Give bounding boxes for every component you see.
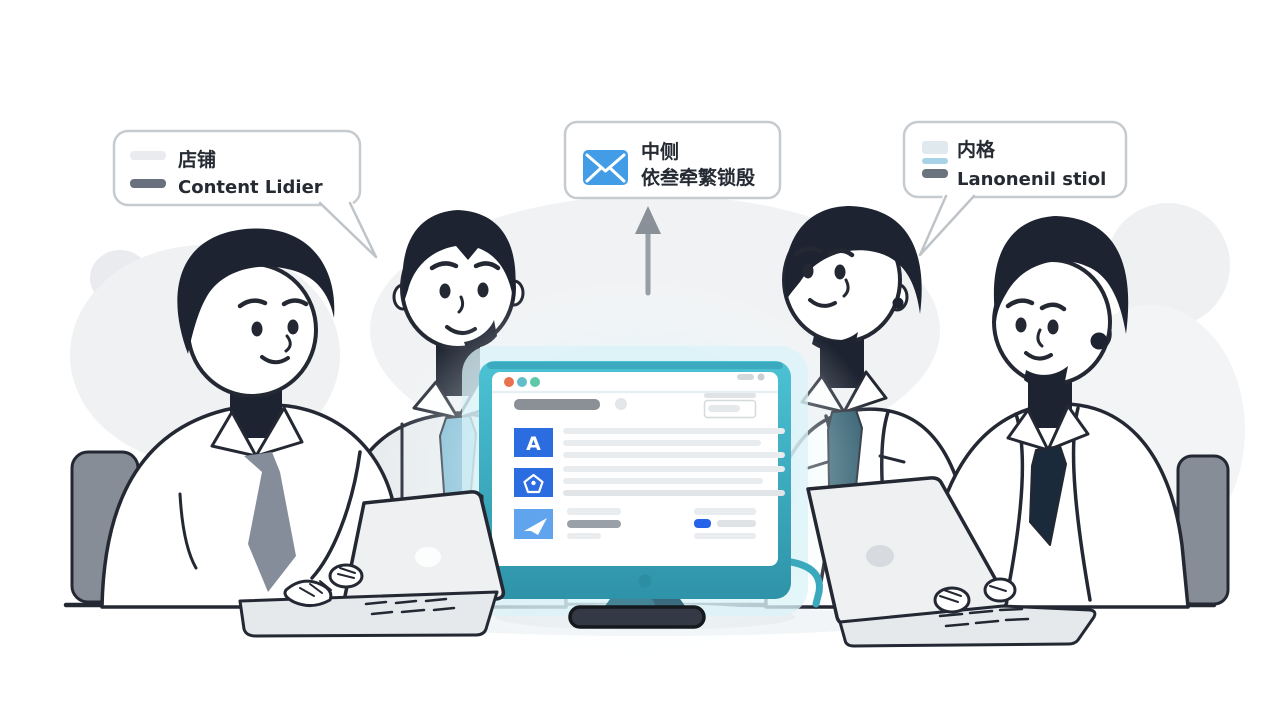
person-1-head bbox=[177, 228, 335, 398]
maximize-dot-icon bbox=[530, 377, 540, 387]
screen-browser-window: A bbox=[492, 373, 785, 539]
avatar-placeholder bbox=[615, 398, 627, 410]
laptop-right-keys bbox=[938, 607, 1030, 628]
callout-center: 中侧 依叁牵繁锁殷 bbox=[563, 120, 782, 200]
envelope-icon bbox=[583, 150, 628, 185]
person-1-fingers bbox=[337, 567, 356, 579]
sidebar-tiles: A bbox=[514, 428, 553, 539]
person-1-fingers bbox=[299, 580, 332, 597]
laptop-left-base bbox=[238, 590, 499, 638]
laptop-left bbox=[238, 490, 506, 638]
callout-left-line1: 店铺 bbox=[178, 148, 216, 171]
person-1-arm-line bbox=[178, 492, 198, 570]
person-4-fingers bbox=[939, 589, 962, 603]
legend-swatch-pale bbox=[922, 141, 948, 154]
letter-a-tile bbox=[514, 428, 553, 457]
gem-icon bbox=[523, 473, 544, 494]
person-4-collar bbox=[1006, 408, 1050, 452]
person-1-collar bbox=[210, 410, 258, 458]
legend-swatch-dark bbox=[130, 179, 166, 188]
laptop-left-keys bbox=[364, 597, 456, 616]
person-1-collar bbox=[254, 406, 304, 458]
person-1-tie bbox=[244, 452, 296, 592]
laptop-left-logo bbox=[415, 547, 441, 567]
search-label-bar bbox=[704, 393, 756, 398]
minimize-dot-icon bbox=[517, 377, 527, 387]
titlebar-menu-dot bbox=[757, 373, 765, 381]
earpiece-icon bbox=[1090, 332, 1108, 350]
person-1-sleeve-line bbox=[310, 450, 362, 580]
person-1 bbox=[100, 228, 402, 609]
callout-left-line2: Content Lidier bbox=[178, 177, 323, 198]
legend-swatch-blue bbox=[922, 158, 948, 164]
legend-swatch-light bbox=[130, 151, 166, 160]
titlebar-menu-pill bbox=[737, 374, 754, 380]
monitor-frame-top-edge bbox=[487, 362, 783, 369]
callout-right-line1: 内格 bbox=[957, 138, 996, 161]
person-4-head bbox=[992, 216, 1129, 389]
letter-a-glyph: A bbox=[526, 433, 541, 455]
send-icon bbox=[524, 518, 547, 535]
callout-left: 店铺 Content Lidier bbox=[112, 129, 378, 259]
accent-button bbox=[694, 519, 711, 528]
close-dot-icon bbox=[504, 377, 514, 387]
page-title-bar bbox=[514, 399, 600, 410]
monitor: A bbox=[479, 361, 823, 629]
callout-center-line2: 依叁牵繁锁殷 bbox=[641, 166, 756, 189]
person-4-tie bbox=[1029, 445, 1067, 546]
monitor-power-led bbox=[638, 574, 652, 588]
gem-icon-dot bbox=[531, 480, 536, 486]
up-arrow-icon bbox=[635, 206, 661, 296]
person-3-head bbox=[782, 206, 922, 353]
send-tile bbox=[514, 509, 553, 539]
person-4-collar bbox=[1046, 404, 1090, 452]
laptop-right bbox=[806, 476, 1097, 648]
monitor-stand-base bbox=[568, 605, 706, 629]
callout-right-line2: Lanonenil stiol bbox=[957, 169, 1106, 190]
laptop-right-base bbox=[838, 604, 1097, 648]
footer-columns bbox=[567, 508, 756, 539]
laptop-right-logo bbox=[866, 545, 894, 567]
person-4-fingers bbox=[989, 585, 1007, 592]
search-input-text bbox=[708, 405, 740, 412]
callout-center-line1: 中侧 bbox=[641, 140, 679, 163]
traffic-light-dots bbox=[504, 377, 540, 387]
monitor-cable bbox=[787, 558, 823, 608]
callout-right: 内格 Lanonenil stiol bbox=[902, 120, 1128, 257]
legend-swatch-dark bbox=[922, 169, 948, 178]
text-placeholder-lines bbox=[563, 428, 785, 496]
